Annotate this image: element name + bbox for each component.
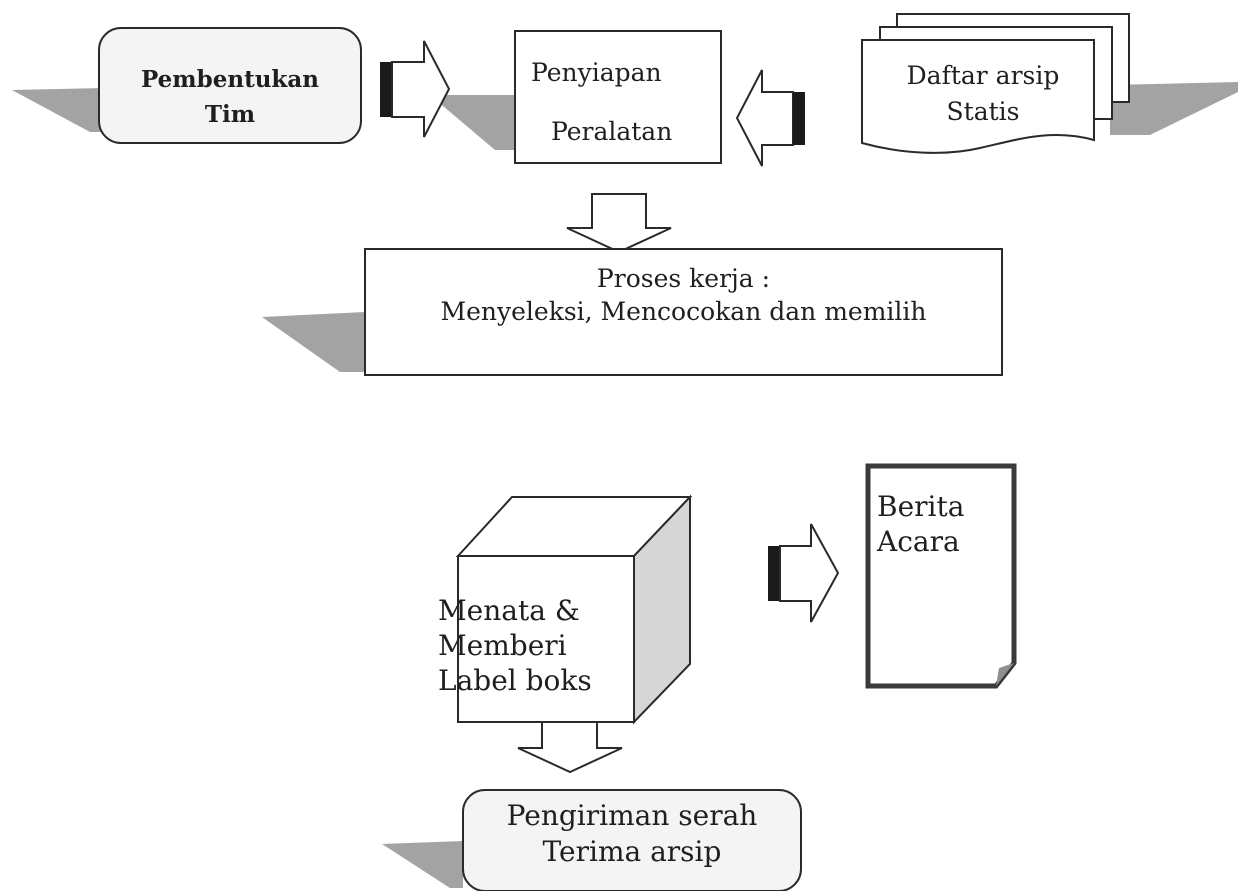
pembentukan-line1: Pembentukan bbox=[141, 66, 319, 93]
pembentukan-line2: Tim bbox=[204, 101, 256, 128]
menata-line1: Menata & bbox=[438, 594, 580, 627]
shadow-proses bbox=[262, 312, 365, 372]
arrow-daftar-to-penyiapan-bar bbox=[793, 92, 805, 145]
shadow-daftar bbox=[1110, 82, 1238, 135]
penyiapan-label-line1: Penyiapan bbox=[531, 58, 662, 87]
penyiapan-label-line2: Peralatan bbox=[551, 117, 673, 146]
pengiriman-label: Pengiriman serah Terima arsip bbox=[463, 798, 801, 870]
proses-line1: Proses kerja : bbox=[596, 264, 771, 293]
arrow-penyiapan-to-proses bbox=[566, 193, 672, 254]
berita-line2: Acara bbox=[877, 525, 960, 558]
menata-label: Menata & Memberi Label boks bbox=[438, 593, 592, 698]
proses-line2: Menyeleksi, Mencocokan dan memilih bbox=[440, 297, 927, 326]
pembentukan-tim-label: Pembentukan Tim bbox=[99, 62, 361, 132]
proses-kerja-box bbox=[364, 248, 1003, 376]
menata-line2: Memberi bbox=[438, 629, 567, 662]
arrow-daftar-to-penyiapan bbox=[735, 69, 794, 167]
shadow-pengiriman bbox=[382, 841, 463, 888]
arrow-menata-to-pengiriman bbox=[517, 721, 623, 774]
berita-line1: Berita bbox=[877, 490, 965, 523]
daftar-doc-front bbox=[861, 39, 1095, 154]
berita-acara-label: Berita Acara bbox=[877, 489, 964, 559]
menata-line3: Label boks bbox=[438, 664, 592, 697]
shadow-pembentukan bbox=[12, 88, 105, 132]
arrow-menata-to-berita bbox=[779, 523, 840, 623]
penyiapan-peralatan-box bbox=[514, 30, 722, 164]
pembentukan-tim-box bbox=[98, 27, 362, 144]
arrow-pembentukan-to-penyiapan-bar bbox=[380, 62, 392, 117]
daftar-arsip-label: Daftar arsip Statis bbox=[880, 58, 1086, 130]
pengiriman-line2: Terima arsip bbox=[542, 835, 722, 868]
daftar-line2: Statis bbox=[946, 97, 1020, 126]
berita-acara-fold bbox=[996, 663, 1014, 686]
pengiriman-box bbox=[462, 789, 802, 891]
daftar-line1: Daftar arsip bbox=[906, 61, 1060, 90]
arrow-pembentukan-to-penyiapan bbox=[391, 40, 451, 138]
shadow-penyiapan bbox=[430, 95, 515, 150]
proses-kerja-label: Proses kerja : Menyeleksi, Mencocokan da… bbox=[365, 262, 1002, 328]
arrow-menata-to-berita-bar bbox=[768, 546, 780, 601]
pengiriman-line1: Pengiriman serah bbox=[506, 799, 758, 832]
